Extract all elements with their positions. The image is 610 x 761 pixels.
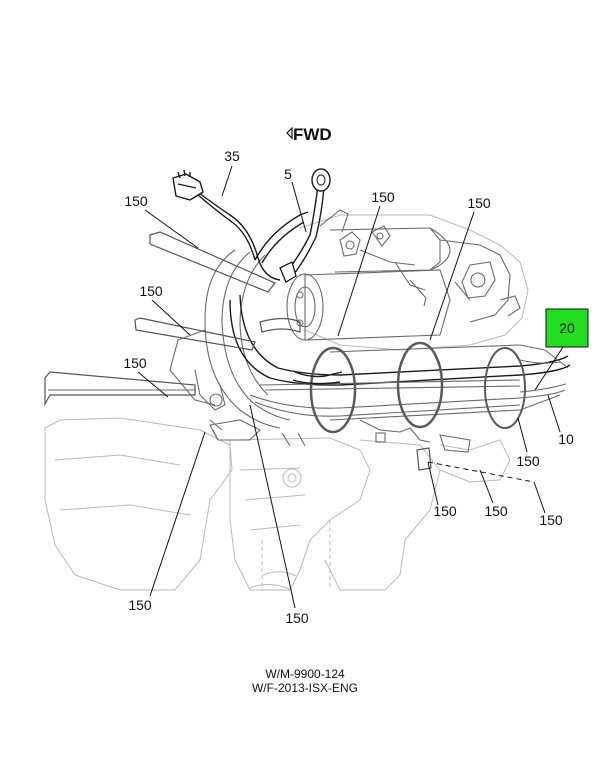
heat-shield	[169, 249, 291, 441]
cable-tie-strap	[149, 231, 276, 293]
figure-number-caption: W/F-2013-ISX-ENG	[251, 681, 359, 695]
battery-cable-5	[254, 168, 343, 385]
callout-5: 5	[284, 166, 292, 182]
callout-150: 150	[128, 597, 152, 613]
callout-150: 150	[139, 283, 163, 299]
engine-background	[44, 417, 511, 591]
drawing-number-caption: W/M-9900-124	[265, 667, 345, 681]
forward-direction-indicator: FWD	[286, 125, 332, 144]
callout-20-label[interactable]: 20	[559, 320, 575, 336]
cable-tie-ring	[309, 346, 357, 434]
cable-tie-strap	[44, 371, 196, 407]
cable-tie-ring	[396, 341, 444, 429]
highlight-box[interactable]	[545, 308, 589, 348]
callout-labels: 35 5 150 150 150 150 150 10 150 150 150 …	[123, 148, 574, 626]
callout-150: 150	[433, 503, 457, 519]
callout-150: 150	[123, 355, 147, 371]
forward-arrow-icon	[286, 126, 293, 140]
pigtail-harness-35	[172, 169, 281, 281]
callout-10: 10	[558, 431, 574, 447]
callout-35: 35	[224, 148, 240, 164]
callout-150: 150	[285, 610, 309, 626]
callout-150: 150	[539, 512, 563, 528]
callout-150: 150	[467, 195, 491, 211]
callout-150: 150	[124, 193, 148, 209]
leader-lines	[137, 165, 564, 609]
callout-150: 150	[516, 453, 540, 469]
cable-ties	[44, 231, 526, 471]
clamp-bracket	[416, 447, 432, 471]
cable-tie-ring	[484, 347, 526, 429]
callout-150: 150	[484, 503, 508, 519]
callout-20-highlight[interactable]: 20	[545, 308, 589, 348]
fwd-label: FWD	[293, 125, 332, 144]
callout-150: 150	[371, 189, 395, 205]
starter-motor	[286, 209, 529, 351]
cable-tie-strap	[259, 317, 301, 333]
main-harness-conduit	[229, 294, 571, 421]
cable-tie-strap	[134, 317, 256, 351]
